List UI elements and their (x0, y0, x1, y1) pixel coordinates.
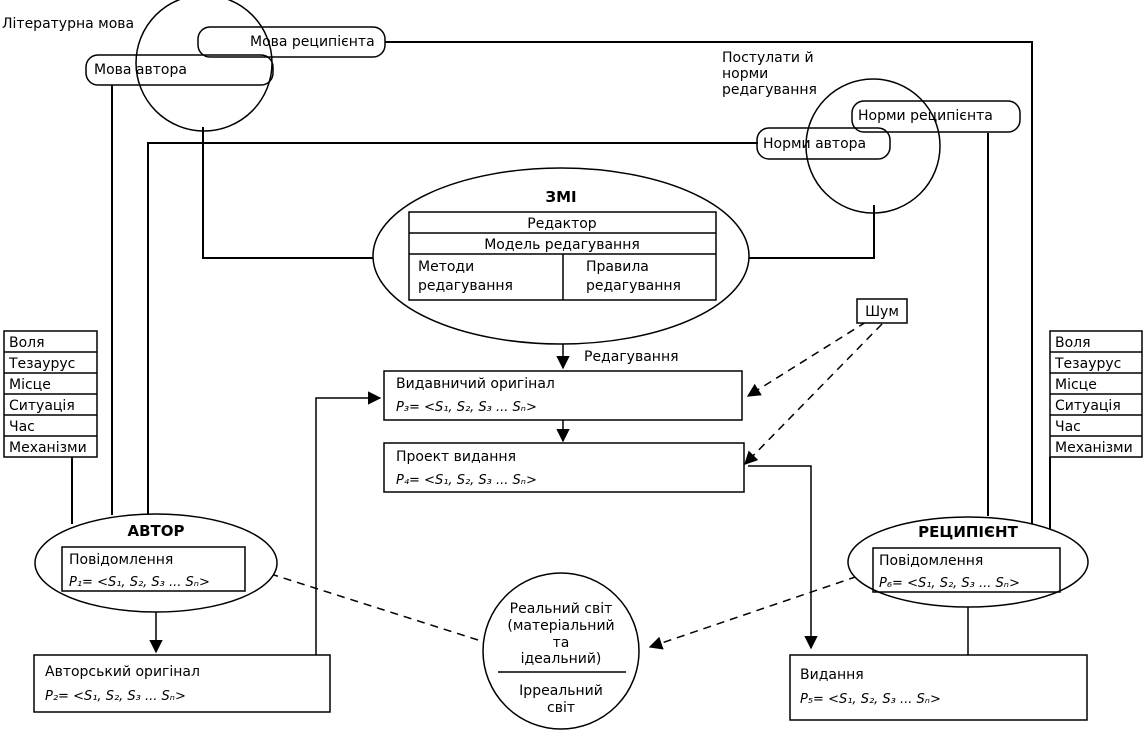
real-world-line-2: (матеріальний (507, 618, 614, 634)
noise-group: Шум (856, 298, 908, 324)
literary-to-media-line (202, 127, 376, 259)
right-attribute-mechanisms: Механізми (1055, 440, 1133, 456)
rules-line-2: редагування (586, 278, 681, 294)
editor-label: Редактор (527, 216, 596, 232)
left-attribute-situation: Ситуація (9, 398, 75, 414)
left-attribute-thesaurus: Тезаурус (8, 356, 75, 372)
recipient-message-label: Повідомлення (879, 553, 983, 569)
publication-formula: P₅= <S₁, S₂, S₃ ... Sₙ> (800, 692, 941, 707)
recipient-title: РЕЦИПІЄНТ (918, 523, 1018, 541)
recipient-message-formula: P₆= <S₁, S₂, S₃ ... Sₙ> (879, 576, 1020, 591)
unreal-world-line-2: світ (547, 700, 575, 716)
methods-line-2: редагування (418, 278, 513, 294)
recipient-message-box (872, 547, 1061, 593)
author-message-formula: P₁= <S₁, S₂, S₃ ... Sₙ> (69, 575, 210, 590)
noise-box (856, 298, 908, 324)
left-attribute-time: Час (9, 419, 35, 435)
editing-model-label: Модель редагування (484, 237, 640, 253)
publication-title: Видання (800, 667, 864, 683)
author-language-label: Мова автора (94, 62, 187, 78)
recipient-norms-label: Норми реципієнта (858, 108, 993, 124)
publishing-original-box: Видавничий оригінал P₃= <S₁, S₂, S₃ ... … (383, 370, 743, 421)
author-title: АВТОР (127, 522, 184, 540)
norms-group: Постулати й норми редагування Норми реци… (722, 50, 1021, 214)
recipient-to-real-world-arrow (648, 571, 871, 650)
noise-to-original-arrow (746, 321, 867, 397)
right-attribute-thesaurus: Тезаурус (1054, 356, 1121, 372)
real-world-circle (482, 572, 640, 730)
author-original-to-publishing-arrow (315, 391, 382, 655)
author-norms-box (756, 127, 891, 160)
methods-line-1: Методи (418, 259, 474, 275)
publishing-original-title: Видавничий оригінал (396, 376, 555, 392)
author-original-formula: P₂= <S₁, S₂, S₃ ... Sₙ> (45, 689, 186, 704)
norms-title-line-2: норми (722, 66, 768, 82)
author-original-box: Авторський оригінал P₂= <S₁, S₂, S₃ ... … (33, 654, 331, 713)
rules-line-1: Правила (586, 259, 649, 275)
author-language-box (85, 54, 274, 86)
editing-label: Редагування (584, 349, 679, 365)
left-attribute-will: Воля (9, 335, 45, 351)
noise-to-project-arrow (744, 323, 883, 465)
recipient-language-label: Мова реципієнта (250, 34, 375, 50)
publishing-original-formula: P₃= <S₁, S₂, S₃ ... Sₙ> (396, 400, 537, 415)
literary-language-label: Літературна мова (2, 16, 134, 32)
recipient-ellipse (847, 516, 1089, 608)
recipient-language-box (197, 26, 386, 58)
real-world-line-1: Реальний світ (510, 601, 613, 617)
author-norms-label: Норми автора (763, 136, 866, 152)
left-attribute-mechanisms: Механізми (9, 440, 87, 456)
real-world-line-4: ідеальний) (521, 651, 602, 667)
right-attribute-situation: Ситуація (1055, 398, 1121, 414)
project-to-publication-arrow (748, 465, 818, 650)
publication-box: Видання P₅= <S₁, S₂, S₃ ... Sₙ> (789, 654, 1088, 721)
unreal-world-line-1: Ірреальний (519, 683, 603, 699)
author-original-title: Авторський оригінал (45, 664, 200, 680)
recipient-group: РЕЦИПІЄНТ Повідомлення P₆= <S₁, S₂, S₃ .… (847, 516, 1089, 608)
real-world-to-author-arrow (250, 565, 479, 641)
real-world-group: Реальний світ (матеріальний та ідеальний… (482, 572, 640, 730)
publication-project-formula: P₄= <S₁, S₂, S₃ ... Sₙ> (396, 473, 537, 488)
left-attributes: Воля Тезаурус Місце Ситуація Час Механіз… (3, 330, 98, 458)
recipient-language-line (385, 41, 1033, 548)
recipient-norms-box (851, 100, 1021, 133)
right-attribute-will: Воля (1055, 335, 1091, 351)
norms-title-line-3: редагування (722, 82, 817, 98)
publication-project-box: Проект видання P₄= <S₁, S₂, S₃ ... Sₙ> (383, 442, 745, 493)
author-ellipse (34, 513, 278, 613)
norms-title-line-1: Постулати й (722, 50, 814, 66)
norms-to-media-line (745, 205, 875, 259)
norms-circle (805, 78, 941, 214)
author-message-label: Повідомлення (69, 552, 173, 568)
author-group: АВТОР Повідомлення P₁= <S₁, S₂, S₃ ... S… (34, 513, 278, 613)
left-attribute-place: Місце (9, 377, 51, 393)
right-attribute-time: Час (1055, 419, 1081, 435)
real-world-line-3: та (553, 635, 570, 651)
media-group: ЗМІ Редактор Модель редагування Методи р… (372, 167, 750, 345)
author-norms-line (147, 142, 758, 516)
literary-language-group: Літературна мова Мова реципієнта Мова ав… (2, 0, 386, 132)
noise-label: Шум (865, 304, 899, 320)
right-attribute-place: Місце (1055, 377, 1097, 393)
right-attributes: Воля Тезаурус Місце Ситуація Час Механіз… (1049, 330, 1143, 458)
author-message-box (61, 546, 246, 592)
media-title: ЗМІ (545, 188, 576, 206)
publication-project-title: Проект видання (396, 449, 516, 465)
